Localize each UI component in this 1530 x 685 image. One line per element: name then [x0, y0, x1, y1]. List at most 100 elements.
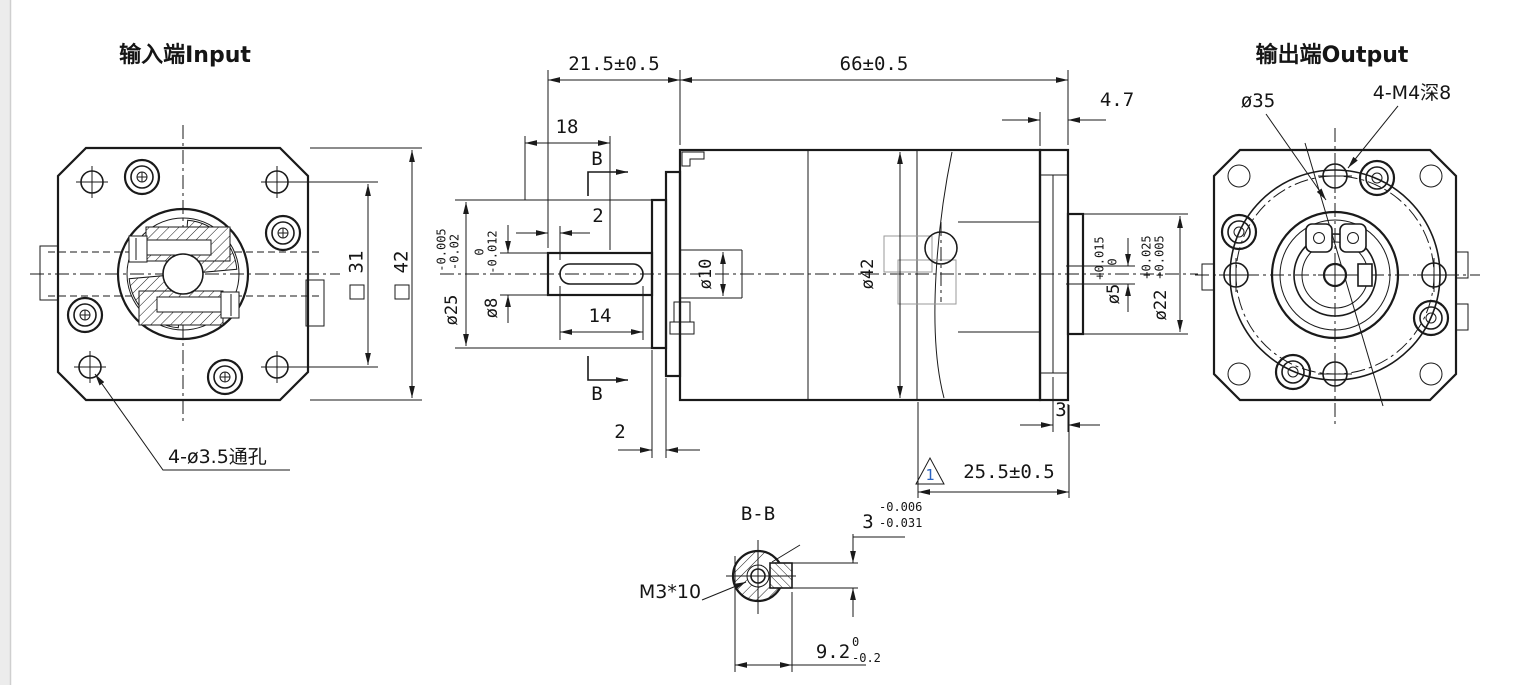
socket-screw — [1274, 353, 1312, 391]
output-corner-holes — [1227, 164, 1443, 386]
output-keyway — [1357, 263, 1373, 287]
retaining-ring — [1305, 223, 1367, 253]
dim-shaft-value: ø8 — [482, 298, 502, 318]
through-hole — [76, 166, 108, 198]
dim-out-pilot-tol-upper: +0.025 — [1140, 235, 1154, 278]
through-hole — [261, 351, 293, 383]
m4-hole — [1318, 159, 1352, 193]
dim-square-42-text: 42 — [391, 251, 413, 274]
holes-label-text: 4-ø3.5通孔 — [168, 446, 267, 468]
tapped-holes-callout: 4-M4深8 — [1347, 82, 1452, 169]
side-view: B B 21.5±0.5 66±0.5 4.7 18 — [435, 53, 1198, 498]
input-socket-screws — [66, 158, 302, 396]
square-symbol — [349, 284, 365, 300]
socket-screw — [1412, 299, 1450, 337]
dim-body-dia-text: ø42 — [858, 259, 878, 290]
section-b-top-text: B — [591, 148, 602, 170]
square-symbol — [394, 284, 410, 300]
revision-marker-text: 1 — [925, 466, 934, 484]
dim-body-length: 66±0.5 — [680, 53, 1069, 145]
output-end-view: 输出端Output — [1195, 42, 1480, 425]
dim-pilot-value: ø25 — [442, 295, 462, 326]
dim-out-pilot-dia: ø22 +0.025 +0.005 — [1083, 213, 1188, 335]
input-dim-42: 42 — [310, 147, 422, 401]
broken-section-curve — [934, 151, 953, 399]
dim-mount-text: 25.5±0.5 — [963, 461, 1055, 483]
dim-keyway-length: 14 — [559, 286, 644, 340]
tapped-holes-text: 4-M4深8 — [1373, 82, 1452, 104]
dim-pilot-depth: 18 — [524, 116, 611, 250]
input-center-hole — [162, 253, 204, 295]
input-holes-callout: 4-ø3.5通孔 — [94, 373, 290, 471]
socket-screw — [1220, 213, 1258, 251]
dim-rear-cap: 4.7 — [1002, 89, 1134, 146]
screw-callout: M3*10 — [639, 581, 747, 603]
dim-shaft-length-text: 21.5±0.5 — [568, 53, 660, 75]
dim-square-31-text: 31 — [346, 251, 368, 274]
dim-hole-value: ø5 — [1104, 284, 1124, 304]
output-right-tab — [1455, 251, 1469, 279]
output-ring-3 — [1293, 233, 1377, 317]
dim-shaft-dia: ø8 0 -0.012 — [473, 225, 548, 323]
dim-body-dia: ø42 — [858, 152, 903, 398]
section-marker-bottom: B — [587, 356, 628, 405]
dim-pilot-depth-text: 18 — [556, 116, 579, 138]
coupling-bolt-head-top — [128, 235, 148, 263]
section-title: B-B — [741, 503, 775, 525]
shaft-keyway-slot — [559, 263, 644, 285]
section-marker-top: B — [587, 148, 628, 196]
output-view-title: 输出端Output — [1256, 42, 1409, 68]
revision-triangle — [915, 456, 945, 485]
dim-key-width: 3 -0.006 -0.031 — [792, 500, 922, 617]
input-coupling-section — [128, 219, 240, 329]
dim-shaft-tol-lower: -0.012 — [486, 230, 500, 273]
dim-shaft-step: ø10 — [696, 252, 726, 296]
dim-keyway-offset-text: 2 — [592, 205, 603, 227]
dim-center-hole: ø5 +0.015 0 — [1083, 236, 1135, 312]
socket-screw — [264, 214, 302, 252]
dim-pilot-tol-upper: -0.005 — [435, 228, 449, 271]
m4-hole — [1219, 258, 1253, 292]
dim-mount-length: 1 25.5±0.5 — [915, 402, 1070, 498]
dim-out-pilot-tol-lower: +0.005 — [1153, 235, 1167, 278]
rear-cap — [1038, 148, 1070, 402]
dim-body-length-text: 66±0.5 — [840, 53, 909, 75]
dim-pilot-tol-lower: -0.02 — [448, 234, 462, 270]
output-pilot — [1066, 212, 1085, 336]
dim-hole-tol-lower: 0 — [1106, 258, 1120, 265]
key-depth-tol-upper: 0 — [852, 635, 859, 649]
key-width-value: 3 — [862, 511, 873, 533]
output-flange-outline — [1212, 148, 1458, 402]
top-clip-feature — [681, 151, 705, 167]
dim-keyway-offset: 2 — [516, 205, 604, 260]
input-right-tab — [305, 279, 325, 327]
output-socket-screws — [1220, 159, 1450, 391]
bolt-circle-text: ø35 — [1241, 90, 1275, 112]
dim-shaft-step-text: ø10 — [696, 259, 716, 290]
left-edge-strip — [0, 0, 10, 685]
dim-keyway-length-text: 14 — [589, 305, 612, 327]
through-hole — [74, 351, 106, 383]
input-view-title: 输入端Input — [119, 42, 251, 68]
dim-pilot-dia: ø25 -0.005 -0.02 — [435, 199, 652, 349]
input-end-view: 输入端Input — [30, 42, 422, 471]
key-depth-tol-lower: -0.2 — [852, 651, 881, 665]
output-m4-holes — [1219, 159, 1451, 391]
output-ring-outer — [1270, 210, 1400, 340]
socket-screw — [123, 158, 161, 196]
key-width-tol-lower: -0.031 — [879, 516, 922, 530]
input-through-holes — [74, 166, 293, 383]
input-flange-outline — [56, 146, 310, 402]
dim-shaft-tol-upper: 0 — [473, 248, 487, 255]
output-right-tab2 — [1455, 303, 1469, 331]
bolt-circle-callout: ø35 — [1241, 90, 1327, 201]
body-internal-lines — [669, 150, 1040, 400]
circlip-hole — [1313, 232, 1325, 244]
output-left-tab — [1201, 263, 1215, 291]
input-left-tab — [39, 245, 59, 301]
section-b-bottom-text: B — [591, 383, 602, 405]
socket-screw — [66, 296, 104, 334]
input-bore-outer-circle — [116, 207, 250, 341]
output-ring-2 — [1279, 219, 1391, 331]
